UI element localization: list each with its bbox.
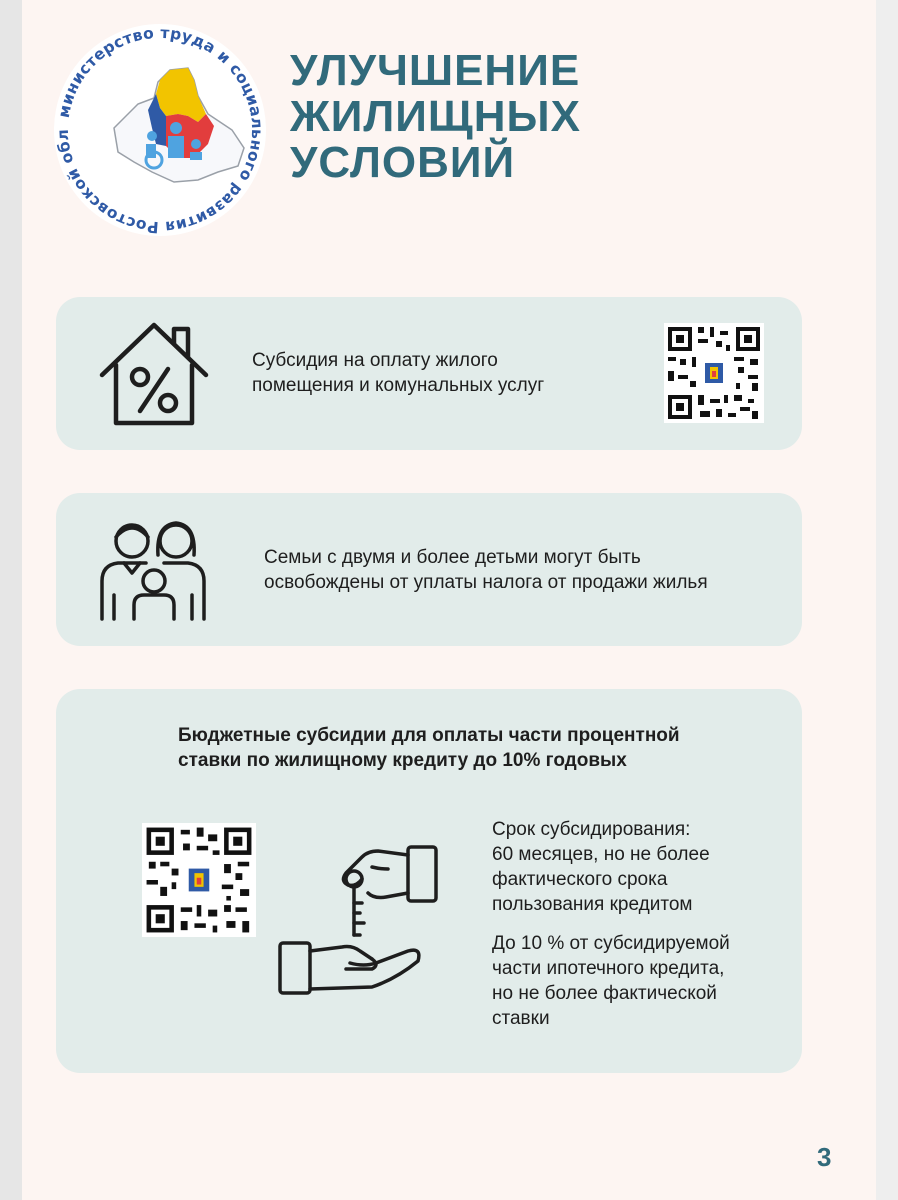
subsidy-card: Субсидия на оплату жилого помещения и ко… — [56, 297, 802, 450]
qr-code-credit[interactable] — [142, 823, 256, 937]
family-card: Семьи с двумя и более детьми могут быть … — [56, 493, 802, 646]
credit-term-text: Срок субсидирования: 60 месяцев, но не б… — [492, 817, 710, 917]
page-edge — [876, 0, 898, 1200]
ministry-logo: министерство труда и социального развити… — [42, 4, 272, 242]
qr-code-subsidy[interactable] — [664, 323, 764, 423]
credit-term-line-2: 60 месяцев, но не более — [492, 844, 710, 865]
qr-code-icon — [668, 327, 760, 419]
title-line-2: ЖИЛИЩНЫХ — [290, 92, 581, 141]
qr-code-icon — [146, 827, 252, 933]
credit-heading: Бюджетные субсидии для оплаты части проц… — [178, 723, 680, 773]
subsidy-text: Субсидия на оплату жилого помещения и ко… — [252, 348, 544, 398]
house-percent-icon — [98, 319, 210, 434]
credit-heading-line-2: ставки по жилищному кредиту до 10% годов… — [178, 750, 627, 771]
credit-term-line-4: пользования кредитом — [492, 894, 693, 915]
credit-rate-line-4: ставки — [492, 1008, 550, 1029]
family-text: Семьи с двумя и более детьми могут быть … — [264, 545, 708, 595]
credit-rate-line-1: До 10 % от субсидируемой — [492, 933, 730, 954]
title-line-1: УЛУЧШЕНИЕ — [290, 46, 581, 95]
credit-term-line-3: фактического срока — [492, 869, 668, 890]
key-handover-icon — [276, 839, 446, 1004]
credit-heading-line-1: Бюджетные субсидии для оплаты части проц… — [178, 725, 680, 746]
title-line-3: УСЛОВИЙ — [290, 138, 516, 187]
subsidy-line-2: помещения и комунальных услуг — [252, 375, 545, 396]
credit-rate-line-2: части ипотечного кредита, — [492, 958, 725, 979]
credit-card: Бюджетные субсидии для оплаты части проц… — [56, 689, 802, 1073]
ministry-logo-icon: министерство труда и социального развити… — [42, 4, 266, 236]
family-icon — [98, 515, 208, 628]
subsidy-line-1: Субсидия на оплату жилого — [252, 350, 498, 371]
credit-term-line-1: Срок субсидирования: — [492, 819, 691, 840]
family-line-2: освобождены от уплаты налога от продажи … — [264, 572, 708, 593]
credit-rate-line-3: но не более фактической — [492, 983, 717, 1004]
page-number: 3 — [817, 1142, 832, 1172]
family-line-1: Семьи с двумя и более детьми могут быть — [264, 547, 641, 568]
page-title: УЛУЧШЕНИЕ ЖИЛИЩНЫХ УСЛОВИЙ — [290, 48, 630, 186]
credit-rate-text: До 10 % от субсидируемой части ипотечног… — [492, 931, 730, 1031]
